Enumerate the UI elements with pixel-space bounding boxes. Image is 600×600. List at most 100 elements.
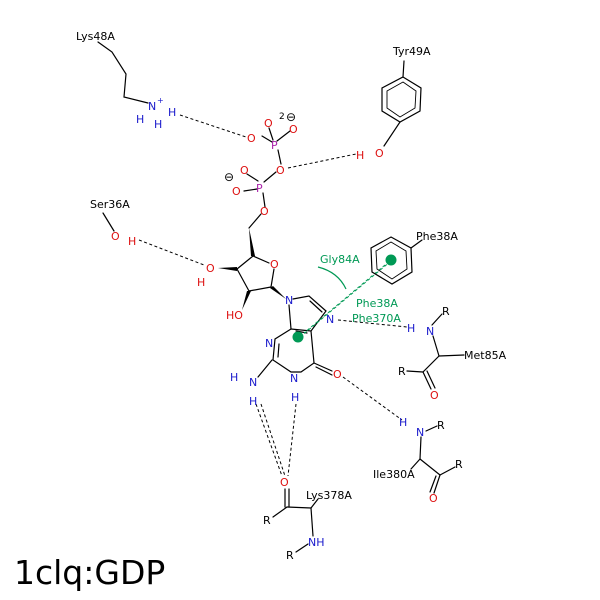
lys-n: NH: [308, 536, 325, 549]
nh3-h1: H: [136, 113, 144, 126]
nh3-n: N: [148, 100, 156, 113]
ser36-label: Ser36A: [90, 198, 130, 211]
pi-interactions: [299, 260, 392, 338]
p1-o3: O: [289, 123, 298, 136]
met-c-o-double: [426, 370, 436, 389]
p1-bridge-bond: [277, 149, 282, 165]
lys-ca-side: [310, 498, 319, 509]
met-n-ca-bond: [432, 335, 440, 357]
lys-c-r-bond: [272, 506, 288, 518]
gly84-contact-arc: [317, 266, 347, 290]
ile-c-r: [439, 466, 456, 476]
ile-ca-c: [419, 458, 441, 476]
tyr-o: O: [375, 147, 384, 160]
c4-ring-o-bond: [252, 255, 270, 264]
c2-c3-bond: [236, 268, 250, 292]
atom-labels: N + H H H O H 2 ⊖ P O O O O ⊖ P O O O O …: [111, 96, 463, 562]
p2-o2: O: [232, 185, 241, 198]
c6-o6-double: [315, 366, 333, 376]
phe38-ring-bond: [410, 239, 423, 249]
p2: P: [256, 182, 263, 195]
covalent-bonds: [97, 41, 465, 553]
hydrogen-bonds: [138, 114, 408, 477]
bridge-o: O: [276, 164, 285, 177]
lys-o: O: [280, 476, 289, 489]
charge-minus-2: ⊖: [224, 170, 234, 184]
hbond-lys48-phosphate: [179, 114, 247, 138]
o2: HO: [226, 309, 243, 322]
met-n: N: [426, 325, 434, 338]
ser36-o-bond: [102, 212, 115, 232]
lys-ca-n: [310, 507, 314, 537]
ser-o: O: [111, 230, 120, 243]
n1: N: [290, 372, 298, 385]
lys48-side-chain: [97, 41, 149, 104]
c2-o2-wedge: [242, 291, 251, 310]
lys-r2: R: [286, 549, 294, 562]
n3-c2-double: [277, 343, 280, 358]
nh3-h2: H: [154, 118, 162, 131]
phe370-label: Phe370A: [352, 312, 401, 325]
p1-o2: O: [264, 117, 273, 130]
guanine-centroid: [292, 331, 304, 343]
ile-c-o-double: [429, 475, 437, 493]
met-r1: R: [442, 305, 450, 318]
ile-n: N: [416, 426, 424, 439]
met-h: H: [407, 322, 415, 335]
p2-o2-bond: [243, 188, 258, 192]
ser-h: H: [128, 235, 136, 248]
p1-o1-bond: [261, 135, 273, 143]
c8-n7-double: [309, 300, 323, 313]
o3: O: [206, 262, 215, 275]
lys-c-ca-bond: [286, 506, 312, 509]
lys-r1: R: [263, 514, 271, 527]
phe38-pi-label: Phe38A: [356, 297, 398, 310]
nh3-plus: +: [157, 96, 164, 105]
residue-labels: Lys48A Tyr49A Ser36A Phe38A Gly84A Phe38…: [76, 30, 507, 502]
c5-wedge: [249, 228, 255, 256]
imidazole-ring: [290, 295, 327, 332]
ile380-label: Ile380A: [373, 468, 415, 481]
nh3-h3: H: [168, 106, 176, 119]
c1-n9-wedge: [270, 286, 286, 299]
o5: O: [260, 205, 269, 218]
n3: N: [265, 337, 273, 350]
hbond-ile380-o6: [342, 376, 403, 421]
met-ca-c: [422, 355, 440, 373]
tyr49-o-bond: [383, 121, 401, 147]
met-o: O: [430, 389, 439, 402]
ile-c-o: [433, 474, 441, 494]
p1-o1: O: [247, 132, 256, 145]
n2-h2: H: [249, 395, 257, 408]
hbond-tyr49-phosphate: [287, 153, 357, 169]
p1-o3-bond: [276, 130, 291, 142]
phe38-ring-inner: [375, 241, 408, 280]
met-c-o: [422, 371, 432, 390]
n1-h: H: [291, 391, 299, 404]
bridge-p2-bond: [263, 171, 277, 183]
phe38-centroid: [385, 254, 397, 266]
met-r2: R: [398, 365, 406, 378]
n9-c4-bond: [288, 304, 292, 330]
met-n-r-bond: [431, 313, 443, 326]
ile-h: H: [399, 416, 407, 429]
hbond-met85-n7: [337, 319, 408, 328]
pi-phe370-ring: [303, 264, 386, 334]
hbond-n2-lys378-b: [260, 403, 286, 477]
lys378-label: Lys378A: [306, 489, 352, 502]
c6-o6-bond: [313, 362, 333, 372]
tyr49-ring-bond: [402, 60, 405, 78]
hbond-ser36-o3: [138, 239, 205, 266]
ile-ca-side: [410, 458, 421, 470]
c2-n2-bond: [257, 359, 273, 378]
gly84-label: Gly84A: [320, 253, 360, 266]
met85-label: Met85A: [464, 349, 507, 362]
ile-n-r-bond: [425, 425, 438, 432]
n7: N: [326, 313, 334, 326]
charge-minus-1: ⊖: [286, 110, 296, 124]
p1-o2-bond: [268, 127, 274, 141]
o5-c5-bond: [248, 213, 262, 229]
p2-o1-bond: [246, 173, 259, 182]
n9: N: [285, 294, 293, 307]
o6: O: [333, 368, 342, 381]
